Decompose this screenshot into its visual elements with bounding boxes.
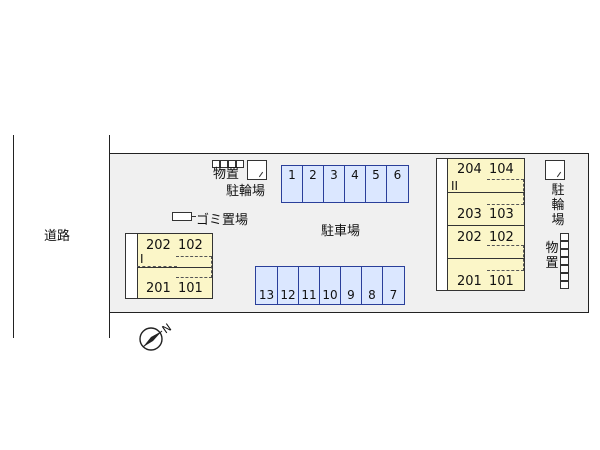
parking-space: 3 xyxy=(323,165,345,203)
garbage-box-line xyxy=(192,216,196,217)
building-II-label: II xyxy=(451,179,459,193)
compass-icon xyxy=(139,327,163,351)
storage-top-label: 物置 xyxy=(213,167,240,182)
building-I-inner-stair xyxy=(176,256,212,278)
unit-label: 104 xyxy=(489,162,514,177)
building-II-divider xyxy=(447,225,524,226)
parking-space: 12 xyxy=(277,266,299,305)
unit-label: 202 xyxy=(457,230,482,245)
unit-label: 103 xyxy=(489,207,514,222)
storage-top xyxy=(212,160,244,168)
unit-label: 101 xyxy=(178,281,203,296)
bicycle-right-label: 駐輪場 xyxy=(551,183,565,228)
parking-space: 7 xyxy=(382,266,405,305)
parking-space: 4 xyxy=(344,165,366,203)
road-label: 道路 xyxy=(44,229,71,244)
unit-label: 204 xyxy=(457,162,482,177)
unit-label: 202 xyxy=(146,238,171,253)
compass: N xyxy=(138,321,178,354)
parking-space: 1 xyxy=(281,165,303,203)
bicycle-shed-top xyxy=(247,160,267,180)
unit-label: 102 xyxy=(489,230,514,245)
unit-label: 201 xyxy=(146,281,171,296)
parking-top-row: 1 2 3 4 5 6 xyxy=(281,165,409,203)
parking-space: 13 xyxy=(255,266,278,305)
storage-right-label: 物置 xyxy=(545,241,559,271)
building-II-divider xyxy=(447,192,524,193)
parking-space: 10 xyxy=(319,266,341,305)
storage-right xyxy=(560,233,569,289)
parking-space: 11 xyxy=(298,266,320,305)
bicycle-top-label: 駐輪場 xyxy=(226,184,266,199)
parking-bottom-row: 13 12 11 10 9 8 7 xyxy=(255,266,405,305)
parking-space: 5 xyxy=(365,165,387,203)
garbage-box xyxy=(172,212,192,221)
parking-space: 9 xyxy=(340,266,362,305)
building-II-stair xyxy=(437,159,448,290)
building-II-divider xyxy=(447,258,524,259)
unit-label: 203 xyxy=(457,207,482,222)
parking-space: 2 xyxy=(302,165,324,203)
building-I-label: I xyxy=(140,252,144,266)
road-boundary-left xyxy=(13,135,14,338)
building-II-inner-stair xyxy=(487,245,524,271)
bicycle-shed-right xyxy=(545,160,565,180)
building-I: I 202 102 201 101 xyxy=(125,233,213,299)
parking-label: 駐車場 xyxy=(321,224,361,239)
building-I-corridor xyxy=(137,266,177,268)
unit-label: 102 xyxy=(178,238,203,253)
parking-space: 8 xyxy=(361,266,383,305)
unit-label: 201 xyxy=(457,274,482,289)
garbage-label: ゴミ置場 xyxy=(196,213,249,228)
building-II-inner-stair xyxy=(487,179,524,205)
building-II: II 204 104 203 103 202 102 201 101 xyxy=(436,158,525,291)
parking-space: 6 xyxy=(386,165,409,203)
unit-label: 101 xyxy=(489,274,514,289)
building-I-divider xyxy=(137,267,212,268)
